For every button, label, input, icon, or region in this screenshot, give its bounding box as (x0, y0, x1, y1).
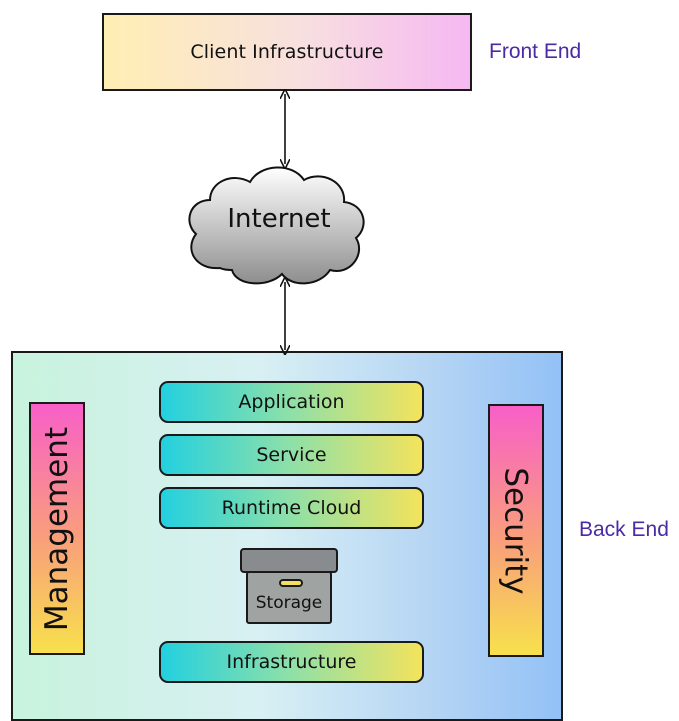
application-layer: Application (159, 381, 424, 423)
service-layer: Service (159, 434, 424, 476)
front-end-label: Front End (489, 40, 582, 63)
runtime-cloud-layer-label: Runtime Cloud (221, 497, 362, 519)
storage-box-icon: Storage (240, 548, 338, 624)
client-infrastructure-label: Client Infrastructure (190, 41, 384, 63)
storage-body: Storage (246, 571, 332, 624)
storage-handle-icon (279, 579, 303, 587)
application-layer-label: Application (238, 391, 345, 413)
management-label: Management (39, 426, 75, 631)
infrastructure-layer-label: Infrastructure (226, 651, 357, 673)
internet-label: Internet (227, 204, 331, 234)
runtime-cloud-layer: Runtime Cloud (159, 487, 424, 529)
infrastructure-layer: Infrastructure (159, 641, 424, 683)
service-layer-label: Service (256, 444, 327, 466)
security-label: Security (498, 466, 534, 595)
storage-label: Storage (255, 593, 323, 613)
back-end-label: Back End (579, 518, 669, 541)
client-infrastructure-box: Client Infrastructure (102, 13, 472, 91)
security-bar: Security (488, 404, 544, 657)
management-bar: Management (29, 402, 85, 655)
storage-lid (240, 548, 338, 573)
